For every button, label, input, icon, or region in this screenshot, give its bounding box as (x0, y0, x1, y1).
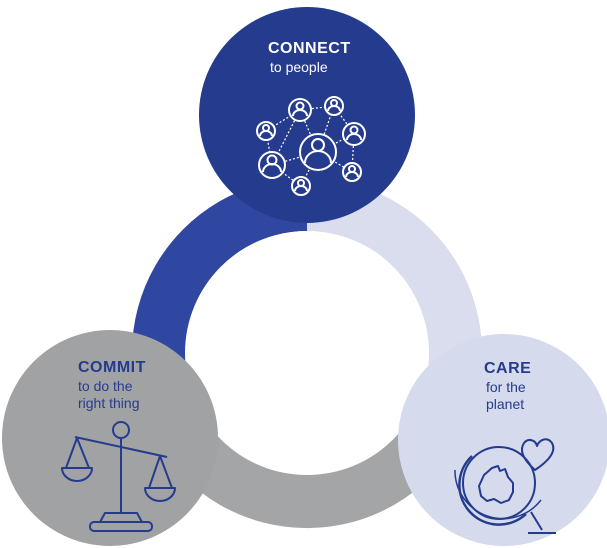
connect-title: CONNECT (268, 40, 351, 57)
person-node-top-right (324, 96, 344, 116)
globe-heart-icon (454, 438, 556, 534)
person-node-right (342, 122, 366, 146)
connect-subtitle: to people (270, 59, 328, 75)
person-node-center (299, 133, 337, 171)
commit-subtitle: to do the right thing (78, 378, 140, 411)
scales-icon (61, 421, 176, 532)
person-node-left (256, 121, 276, 141)
ring-segment-commit (155, 413, 459, 529)
commit-title: COMMIT (78, 359, 146, 376)
person-node-bottom (291, 176, 311, 196)
person-node-top (288, 98, 312, 122)
person-node-lower-right (342, 162, 362, 182)
australia-outline (478, 465, 514, 504)
care-subtitle: for the planet (486, 379, 526, 412)
care-title: CARE (484, 360, 532, 377)
people-network-icon (256, 96, 366, 196)
commit-lobe (2, 330, 218, 546)
care-lobe (398, 334, 607, 546)
center-hole (185, 231, 429, 475)
heart-icon (520, 438, 555, 471)
person-node-lower-left (258, 151, 286, 179)
